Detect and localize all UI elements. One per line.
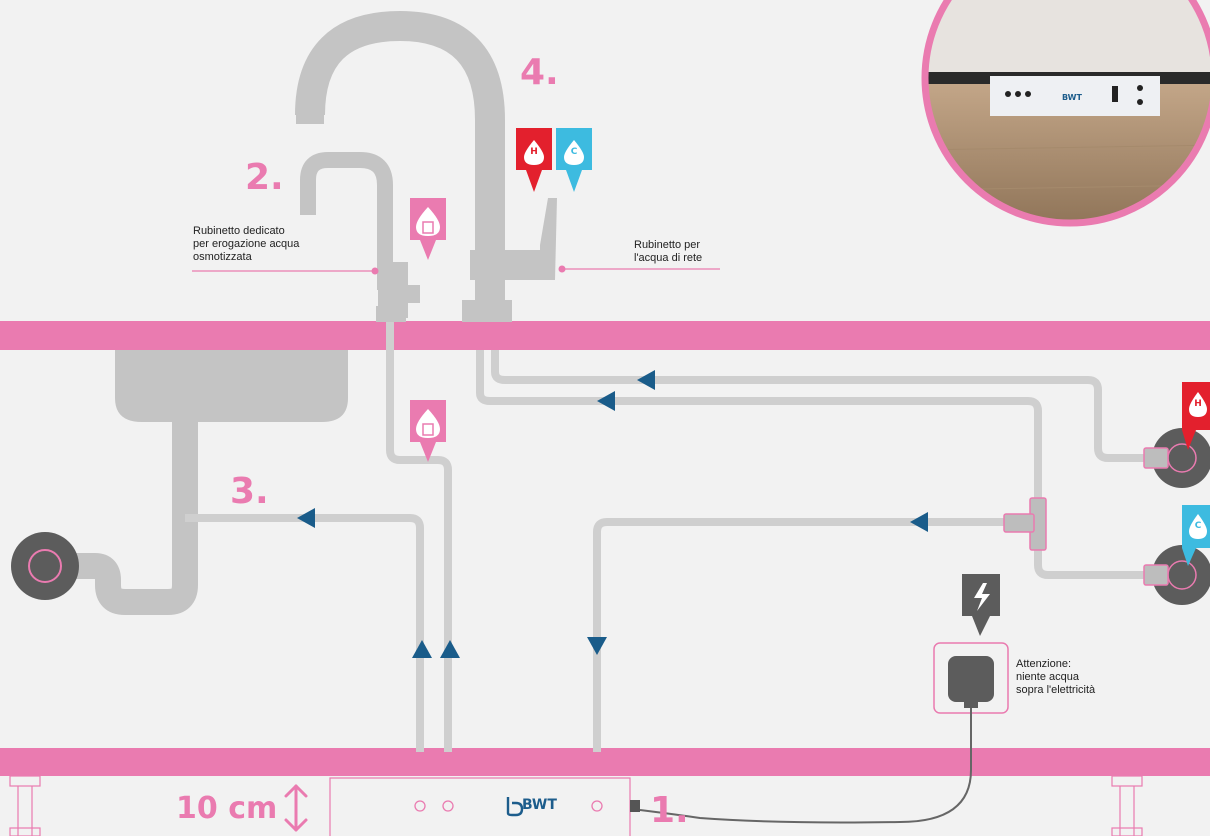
flow-arrow-icon — [637, 370, 655, 390]
hot-wall-valve — [1144, 428, 1210, 488]
feed-line — [597, 522, 1010, 752]
t-connector — [1004, 498, 1046, 550]
ro-faucet — [308, 160, 420, 322]
filtered-water-drop-icon — [410, 198, 446, 260]
unit-brand: BWT — [522, 797, 557, 813]
warning-line: Attenzione: — [1016, 658, 1095, 671]
step-number-4: 4. — [520, 55, 559, 91]
hot-tag: H — [524, 147, 544, 157]
flow-arrow-icon — [440, 640, 460, 658]
warning-line: niente acqua — [1016, 671, 1095, 684]
hot-tag: H — [1188, 399, 1208, 409]
drain-line — [185, 518, 420, 752]
mixer-faucet — [296, 26, 557, 322]
power-socket-icon — [934, 643, 1008, 713]
bwt-logo-icon — [508, 797, 522, 815]
ro-tap-label-line: Rubinetto dedicato — [193, 225, 299, 238]
filtered-water-drop-icon — [410, 400, 446, 462]
flow-arrow-icon — [297, 508, 315, 528]
cabinet-base — [0, 748, 1210, 776]
svg-text:BWT: BWT — [1062, 93, 1082, 102]
cold-wall-valve — [1144, 545, 1210, 605]
hot-water-marker — [516, 128, 552, 192]
electricity-warning: Attenzione: niente acqua sopra l'elettri… — [1016, 658, 1095, 697]
inset-photo: BWT — [920, 0, 1210, 230]
electricity-icon — [962, 574, 1000, 636]
ro-tap-label-line: osmotizzata — [193, 251, 299, 264]
flow-arrow-icon — [412, 640, 432, 658]
flow-arrow-icon — [597, 391, 615, 411]
mains-tap-label: Rubinetto per l'acqua di rete — [634, 239, 702, 265]
mains-tap-label-line: Rubinetto per — [634, 239, 702, 252]
drain-wall-outlet — [11, 532, 79, 600]
cold-water-marker — [556, 128, 592, 192]
clearance-label: 10 cm — [176, 794, 277, 824]
clearance-arrow-icon — [286, 786, 306, 830]
cold-tag: C — [1188, 521, 1208, 531]
cabinet-leg-left — [10, 776, 40, 836]
flow-arrow-icon — [910, 512, 928, 532]
cold-tag: C — [564, 147, 584, 157]
countertop — [0, 321, 1210, 350]
ro-tap-label: Rubinetto dedicato per erogazione acqua … — [193, 225, 299, 264]
cabinet-leg-right — [1112, 776, 1142, 836]
step-number-1: 1. — [650, 793, 689, 829]
ro-tap-label-line: per erogazione acqua — [193, 238, 299, 251]
step-number-2: 2. — [245, 160, 284, 196]
sink-basin — [115, 350, 348, 422]
flow-arrow-icon — [587, 637, 607, 655]
step-number-3: 3. — [230, 474, 269, 510]
warning-line: sopra l'elettricità — [1016, 684, 1095, 697]
ro-unit — [330, 778, 640, 836]
mains-tap-label-line: l'acqua di rete — [634, 252, 702, 265]
